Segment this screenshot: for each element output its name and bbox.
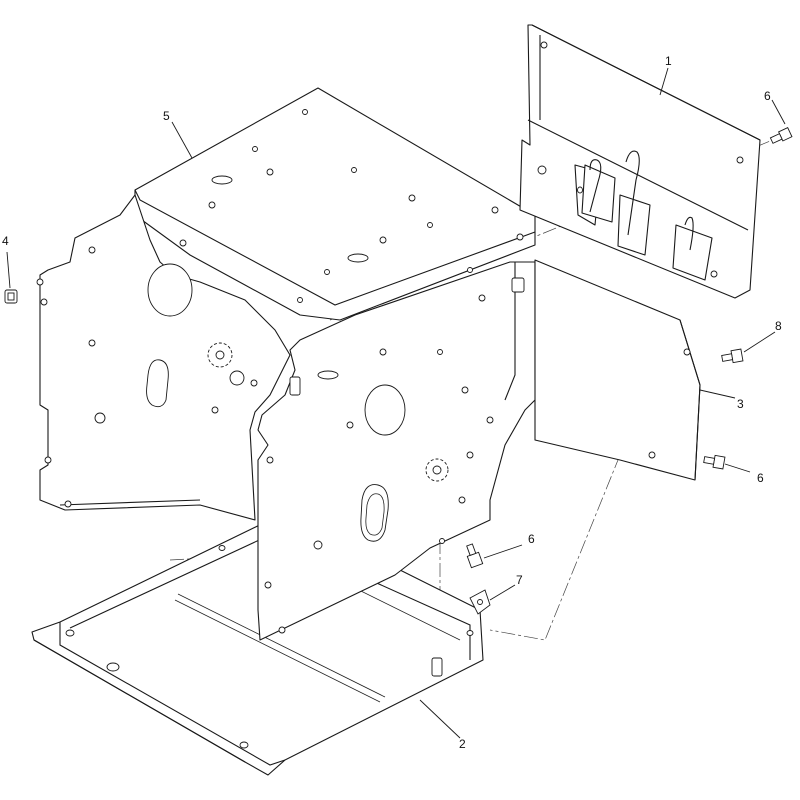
part-3-side-plate — [534, 259, 701, 481]
part-5-main-housing — [36, 87, 536, 521]
part-5-front-panel — [257, 261, 541, 641]
callout-labels: 1 2 3 4 5 6 6 6 7 8 — [2, 54, 782, 751]
clip-4-icon — [4, 289, 18, 304]
callout-2: 2 — [459, 737, 466, 751]
hardware — [4, 127, 793, 615]
callout-8: 8 — [775, 319, 782, 333]
bolt-6-right-icon — [703, 454, 726, 470]
callout-3: 3 — [737, 397, 744, 411]
callout-5: 5 — [163, 109, 170, 123]
bolt-6-top-icon — [769, 127, 793, 144]
callout-6-lower: 6 — [528, 532, 535, 546]
callout-6-top: 6 — [764, 89, 771, 103]
leader-lines — [6, 67, 786, 739]
clip-7-icon — [469, 589, 491, 615]
callout-4: 4 — [2, 234, 9, 248]
bolt-6-lower-icon — [466, 543, 484, 569]
tray-clip-icon — [431, 657, 443, 677]
part-1-top-shield — [519, 24, 761, 299]
callout-1: 1 — [665, 54, 672, 68]
bolt-8-icon — [721, 348, 744, 364]
housing-clip-icon — [289, 376, 301, 396]
housing-tab-icon — [511, 277, 525, 293]
callout-6-right: 6 — [757, 471, 764, 485]
callout-7: 7 — [516, 573, 523, 587]
